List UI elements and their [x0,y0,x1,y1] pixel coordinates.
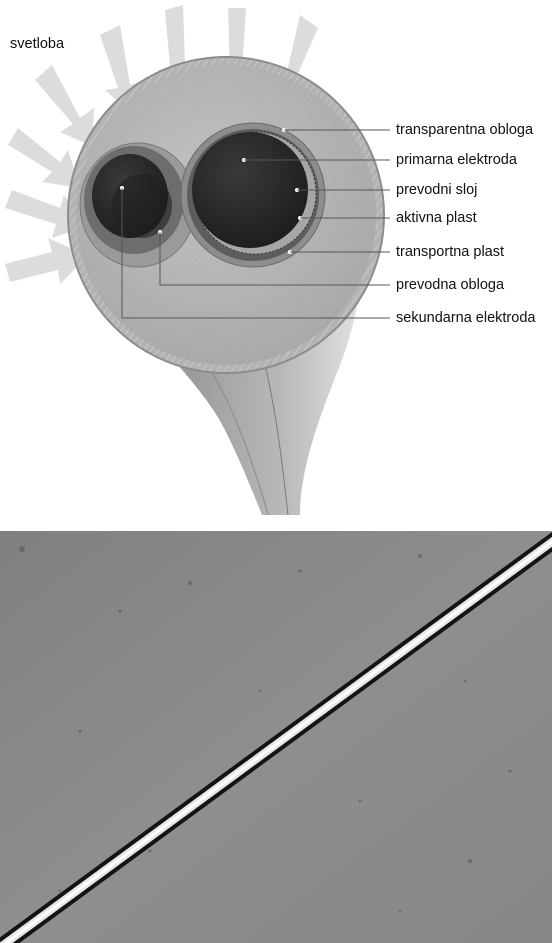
label-transport-layer: transportna plast [396,244,504,260]
label-conductive-layer: prevodni sloj [396,182,477,198]
fiber-solar-cell-diagram: svetloba transparentna obloga primarna e… [0,0,552,520]
light-label: svetloba [10,36,65,52]
arrow-6 [8,128,80,188]
label-active-layer: aktivna plast [396,210,477,226]
label-secondary-electrode: sekundarna elektroda [396,310,536,326]
secondary-electrode-assembly [80,143,196,267]
label-transparent-coating: transparentna obloga [396,122,534,138]
fiber-micrograph [0,531,552,943]
arrow-5 [35,65,94,146]
label-conductive-coating: prevodna obloga [396,277,505,293]
primary-electrode-assembly [181,123,325,267]
label-primary-electrode: primarna elektroda [396,152,518,168]
